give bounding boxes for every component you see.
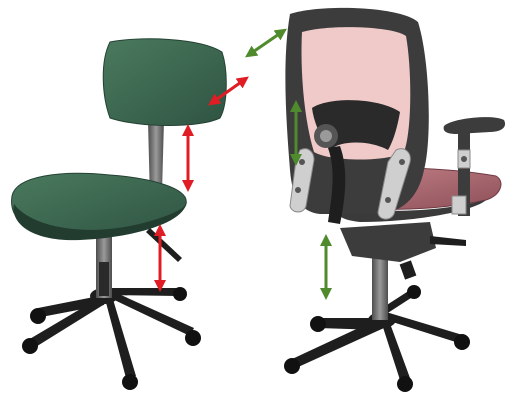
ergonomic-mesh-chair — [250, 8, 505, 392]
five-star-base — [28, 288, 194, 378]
backrest — [103, 39, 226, 126]
adjust-lever — [146, 228, 182, 262]
gas-lift-column — [372, 258, 388, 320]
seat-mechanism — [340, 222, 436, 262]
backrest-tilt-arrow — [250, 32, 282, 54]
simple-office-chair — [12, 39, 244, 390]
